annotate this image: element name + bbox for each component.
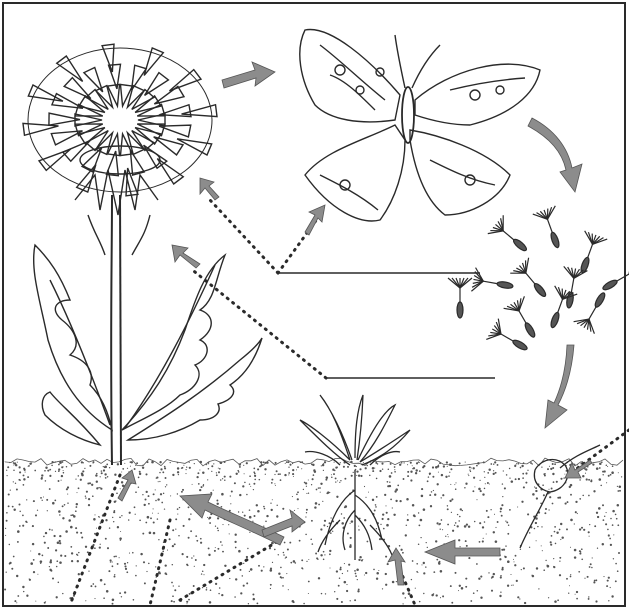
seedling-rosette-icon — [300, 395, 410, 560]
soil-ground — [4, 458, 623, 605]
arrow-flower-pointer-icon — [200, 178, 219, 200]
arrow-leaf-pointer-icon — [172, 245, 200, 268]
butterfly-icon — [300, 30, 540, 221]
seed-parachutes-icon — [448, 206, 629, 360]
arrow-rosette-to-flower-icon — [180, 494, 284, 545]
diagram-border — [3, 3, 625, 606]
arrow-seeds-to-germination-icon — [545, 345, 574, 428]
arrow-flower-to-butterfly-icon — [222, 62, 275, 88]
arrow-butterfly-to-seeds-icon — [528, 118, 582, 192]
arrow-into-rosette-icon — [262, 510, 305, 537]
leader-lines — [70, 200, 629, 605]
arrow-germination-pointer-icon — [565, 460, 592, 478]
arrow-butterfly-pointer-icon — [305, 205, 325, 235]
arrow-germination-to-rosette-icon — [425, 540, 500, 564]
dandelion-flower-icon — [23, 44, 262, 465]
